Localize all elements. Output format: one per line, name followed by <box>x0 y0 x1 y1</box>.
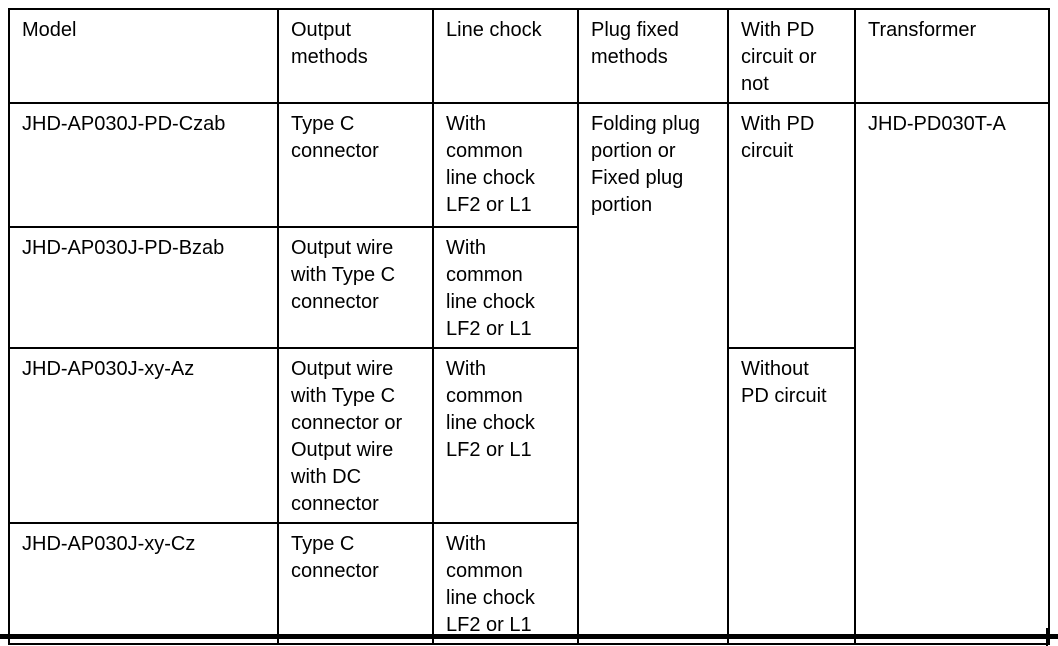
line-chock-cell: With common line chock LF2 or L1 <box>432 102 579 228</box>
header-row: Model Output methods Line chock Plug fix… <box>8 8 1050 104</box>
page-right-rule <box>1046 628 1048 646</box>
table-row: JHD-AP030J-PD-Czab Type C connector With… <box>8 102 1050 645</box>
column-header-pd-circuit: With PD circuit or not <box>727 8 856 104</box>
line-chock-cell: With common line chock LF2 or L1 <box>432 347 579 524</box>
model-cell: JHD-AP030J-xy-Az <box>8 347 279 524</box>
model-spec-table: Model Output methods Line chock Plug fix… <box>8 8 1050 645</box>
output-methods-cell: Type C connector <box>277 522 434 645</box>
model-cell: JHD-AP030J-PD-Bzab <box>8 226 279 349</box>
table-row: JHD-AP030J-xy-Cz Type C connector With c… <box>8 522 1049 645</box>
with-pd-circuit-cell: With PD circuit <box>727 102 856 349</box>
table-row: JHD-AP030J-PD-Bzab Output wire with Type… <box>8 226 1049 349</box>
table-row: JHD-AP030J-xy-Az Output wire with Type C… <box>8 347 1049 645</box>
column-header-line-chock: Line chock <box>432 8 579 104</box>
column-header-output-methods: Output methods <box>277 8 434 104</box>
model-cell: JHD-AP030J-PD-Czab <box>8 102 279 228</box>
line-chock-cell: With common line chock LF2 or L1 <box>432 226 579 349</box>
column-header-plug-fixed-methods: Plug fixed methods <box>577 8 729 104</box>
page-bottom-rule <box>0 634 1058 639</box>
output-methods-cell: Output wire with Type C connector <box>277 226 434 349</box>
column-header-model: Model <box>8 8 279 104</box>
output-methods-cell: Output wire with Type C connector or Out… <box>277 347 434 524</box>
line-chock-cell: With common line chock LF2 or L1 <box>432 522 579 645</box>
transformer-cell: JHD-PD030T-A <box>854 102 1050 645</box>
plug-fixed-methods-cell: Folding plug portion or Fixed plug porti… <box>577 102 729 645</box>
output-methods-cell: Type C connector <box>277 102 434 228</box>
column-header-transformer: Transformer <box>854 8 1050 104</box>
model-cell: JHD-AP030J-xy-Cz <box>8 522 279 645</box>
without-pd-circuit-cell: Without PD circuit <box>727 347 856 645</box>
